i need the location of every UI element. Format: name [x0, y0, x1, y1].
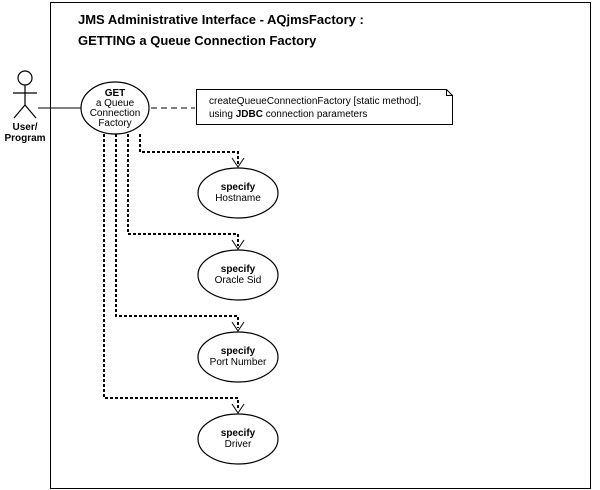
main-use-case-line-2: a Queue: [96, 98, 135, 109]
sub-use-case-verb: specify: [221, 182, 256, 193]
sub-use-case-verb: specify: [221, 428, 256, 439]
main-use-case-line-3: Connection: [90, 108, 141, 119]
dependency-driver: [103, 134, 239, 410]
note-method-kind: [static method],: [354, 96, 422, 107]
main-use-case-verb: GET: [105, 88, 126, 99]
note-method-name: createQueueConnectionFactory: [209, 96, 354, 107]
dependency-port-number: [115, 134, 239, 328]
specify-port-number-use-case: [197, 331, 279, 383]
main-use-case-line-4: Factory: [98, 118, 131, 129]
specify-hostname-use-case: [197, 167, 279, 219]
actor-label-line-1: User/: [12, 122, 37, 133]
note-connection-params: connection parameters: [263, 109, 368, 120]
note-using: using: [209, 109, 236, 120]
actor-label-line-2: Program: [4, 133, 45, 144]
note-line-1: createQueueConnectionFactory [static met…: [209, 96, 421, 107]
dependency-arrowhead: [231, 403, 245, 414]
sub-use-case-verb: specify: [221, 346, 256, 357]
sub-use-case-object: Oracle Sid: [215, 275, 262, 286]
diagram-title-line-2: GETTING a Queue Connection Factory: [78, 33, 317, 48]
note-line-2: using JDBC connection parameters: [209, 109, 367, 120]
specify-oracle-sid-use-case: [197, 249, 279, 301]
dependency-oracle-sid: [127, 134, 239, 246]
dependency-arrowhead: [231, 239, 245, 250]
note-fold: [446, 89, 453, 96]
sub-use-case-verb: specify: [221, 264, 256, 275]
diagram-frame: [50, 2, 591, 489]
sub-use-case-object: Driver: [225, 439, 252, 450]
specify-driver-use-case: [197, 413, 279, 465]
stick-figure-actor-icon: [13, 70, 37, 119]
diagram-title-line-1: JMS Administrative Interface - AQjmsFact…: [78, 12, 364, 27]
dependency-hostname: [139, 134, 239, 164]
note-box: [196, 89, 453, 125]
note-jdbc: JDBC: [236, 109, 263, 120]
dependency-arrowhead: [231, 321, 245, 332]
sub-use-case-object: Port Number: [210, 357, 267, 368]
dependency-arrowhead: [231, 157, 245, 168]
sub-use-case-object: Hostname: [215, 193, 261, 204]
